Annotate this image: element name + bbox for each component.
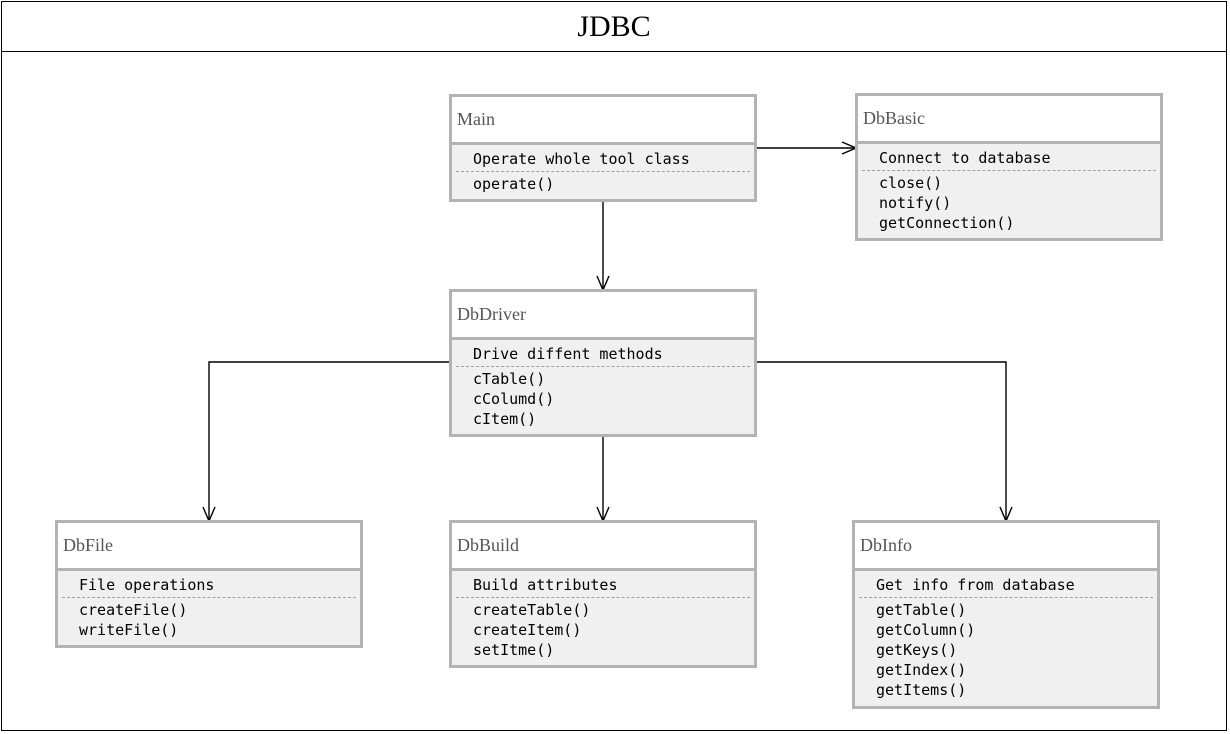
method: setItme() xyxy=(473,641,555,659)
class-name: DbDriver xyxy=(452,292,754,340)
method: getIndex() xyxy=(876,661,967,679)
method: createTable() xyxy=(473,601,591,619)
diagram-title: JDBC xyxy=(2,2,1226,52)
class-name: DbInfo xyxy=(855,523,1157,571)
method: writeFile() xyxy=(79,621,179,639)
class-description: Operate whole tool class xyxy=(456,145,750,172)
method-list: close() notify() getConnection() xyxy=(862,171,1156,233)
method: cTable() xyxy=(473,370,546,388)
edge-dbdriver-dbinfo xyxy=(757,361,1006,521)
class-name: Main xyxy=(452,97,754,145)
method: operate() xyxy=(473,175,555,193)
class-box-dbinfo: DbInfo Get info from database getTable()… xyxy=(852,520,1160,709)
method: getConnection() xyxy=(879,214,1015,232)
method-list: getTable() getColumn() getKeys() getInde… xyxy=(859,598,1153,700)
edge-dbdriver-dbfile xyxy=(209,361,450,521)
method: notify() xyxy=(879,194,952,212)
method: createFile() xyxy=(79,601,188,619)
class-box-dbfile: DbFile File operations createFile() writ… xyxy=(55,520,363,648)
method: getKeys() xyxy=(876,641,958,659)
method: createItem() xyxy=(473,621,582,639)
method-list: cTable() cColumd() cItem() xyxy=(456,367,750,429)
class-name: DbBuild xyxy=(452,523,754,571)
method: cColumd() xyxy=(473,390,555,408)
class-name: DbFile xyxy=(58,523,360,571)
method: getTable() xyxy=(876,601,967,619)
method-list: createFile() writeFile() xyxy=(62,598,356,640)
class-box-dbbasic: DbBasic Connect to database close() noti… xyxy=(855,93,1163,241)
method-list: operate() xyxy=(456,172,750,194)
class-description: Drive diffent methods xyxy=(456,340,750,367)
class-description: File operations xyxy=(62,571,356,598)
method-list: createTable() createItem() setItme() xyxy=(456,598,750,660)
class-description: Build attributes xyxy=(456,571,750,598)
method: getItems() xyxy=(876,681,967,699)
class-box-main: Main Operate whole tool class operate() xyxy=(449,94,757,202)
class-name: DbBasic xyxy=(858,96,1160,144)
method: getColumn() xyxy=(876,621,976,639)
class-description: Get info from database xyxy=(859,571,1153,598)
class-box-dbdriver: DbDriver Drive diffent methods cTable() … xyxy=(449,289,757,437)
class-description: Connect to database xyxy=(862,144,1156,171)
method: close() xyxy=(879,174,943,192)
class-box-dbbuild: DbBuild Build attributes createTable() c… xyxy=(449,520,757,668)
method: cItem() xyxy=(473,410,537,428)
